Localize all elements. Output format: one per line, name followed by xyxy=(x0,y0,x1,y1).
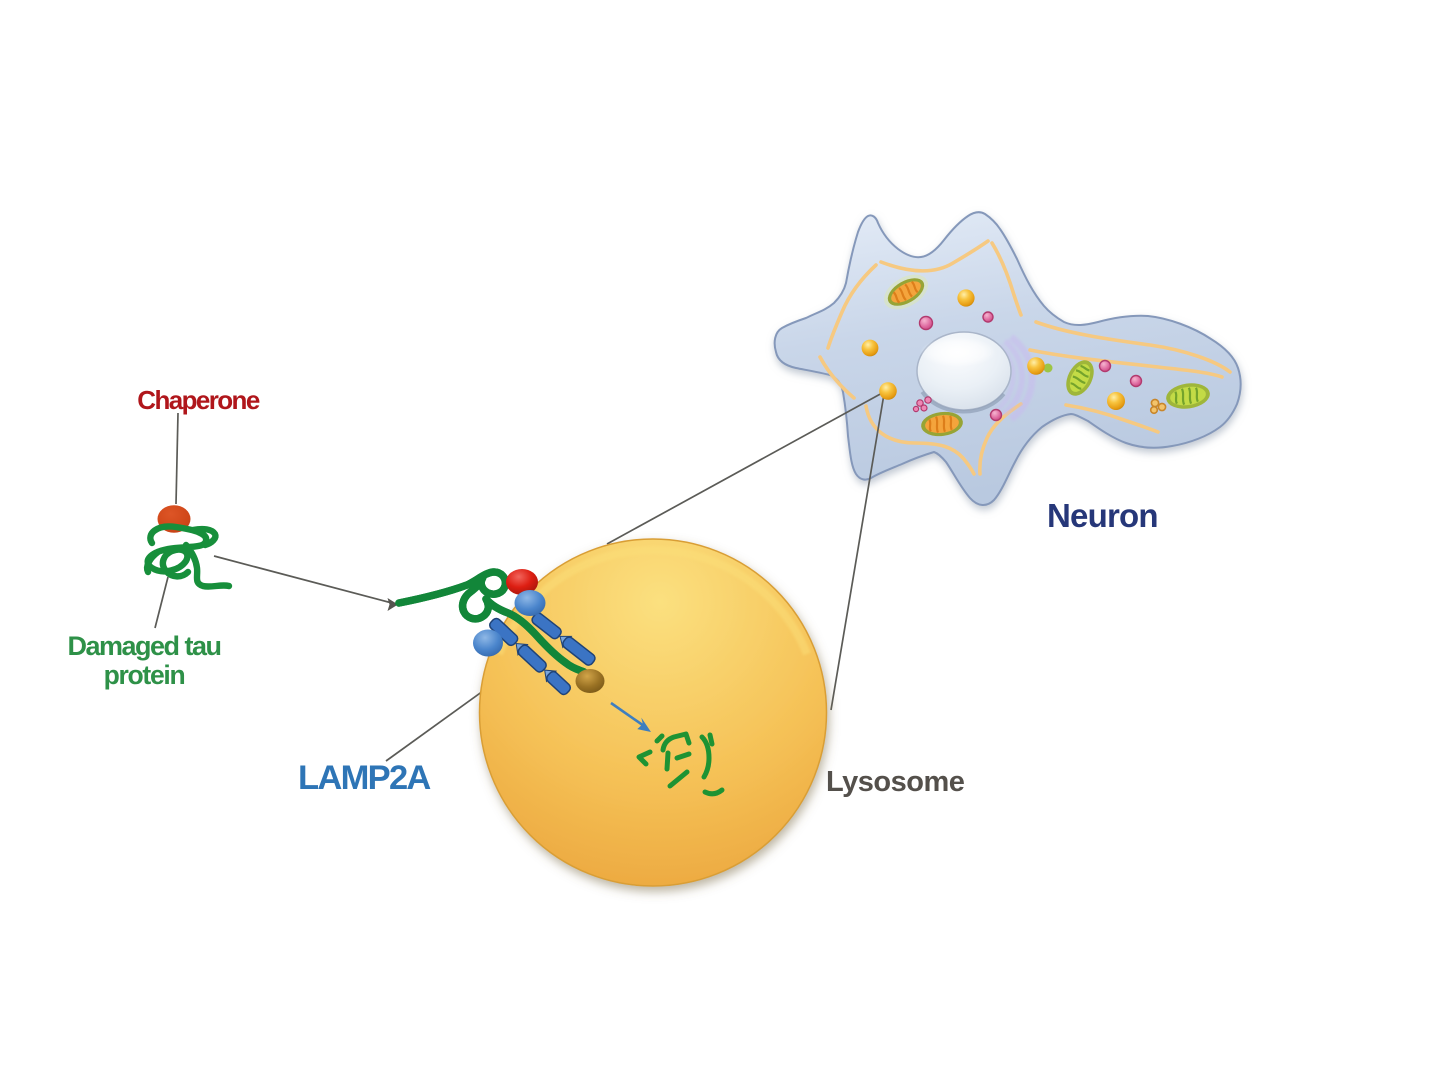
svg-text:Neuron: Neuron xyxy=(1047,497,1158,534)
svg-text:LAMP2A: LAMP2A xyxy=(298,759,430,797)
svg-text:Lysosome: Lysosome xyxy=(826,766,965,798)
svg-text:Chaperone: Chaperone xyxy=(137,385,260,415)
svg-text:Damaged tau: Damaged tau xyxy=(67,631,220,661)
svg-text:protein: protein xyxy=(104,660,185,690)
